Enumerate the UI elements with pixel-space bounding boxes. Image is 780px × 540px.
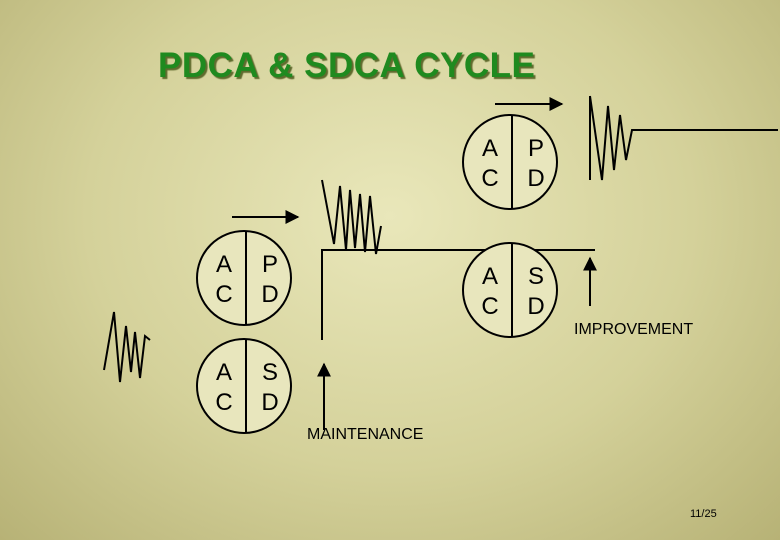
maintenance-step-line	[321, 249, 382, 340]
cycle-cell-standardize: S	[261, 359, 278, 386]
cycle-cell-check: C	[481, 293, 499, 320]
cycle-cell-do: D	[527, 293, 545, 320]
cycle-cell-do: D	[261, 389, 279, 416]
cycle-cell-do: D	[261, 281, 279, 308]
cycle-cell-standardize: S	[527, 263, 544, 290]
page-number: 11/25	[690, 508, 717, 520]
sdca-cycle-low: A S C D	[196, 338, 292, 434]
cycle-divider	[511, 244, 513, 336]
middle-variation-zigzag	[321, 179, 382, 255]
cycle-cell-check: C	[215, 389, 233, 416]
left-variation-zigzag	[103, 311, 151, 383]
maintenance-label: MAINTENANCE	[307, 426, 424, 443]
cycle-cell-plan: P	[527, 135, 544, 162]
cycle-divider	[245, 232, 247, 324]
cycle-cell-act: A	[481, 263, 498, 290]
cycle-divider	[245, 340, 247, 432]
sdca-cycle-mid: A S C D	[462, 242, 558, 338]
improvement-label: IMPROVEMENT	[574, 321, 694, 338]
cycle-cell-act: A	[481, 135, 498, 162]
cycle-cell-act: A	[215, 251, 232, 278]
pdca-cycle-left: A P C D	[196, 230, 292, 326]
cycle-cell-check: C	[481, 165, 499, 192]
cycle-cell-act: A	[215, 359, 232, 386]
slide-title: PDCA & SDCA CYCLE	[158, 46, 536, 85]
right-variation-zigzag	[589, 95, 638, 181]
cycle-divider	[511, 116, 513, 208]
cycle-cell-plan: P	[261, 251, 278, 278]
cycle-cell-do: D	[527, 165, 545, 192]
cycle-cell-check: C	[215, 281, 233, 308]
pdca-cycle-top: A P C D	[462, 114, 558, 210]
